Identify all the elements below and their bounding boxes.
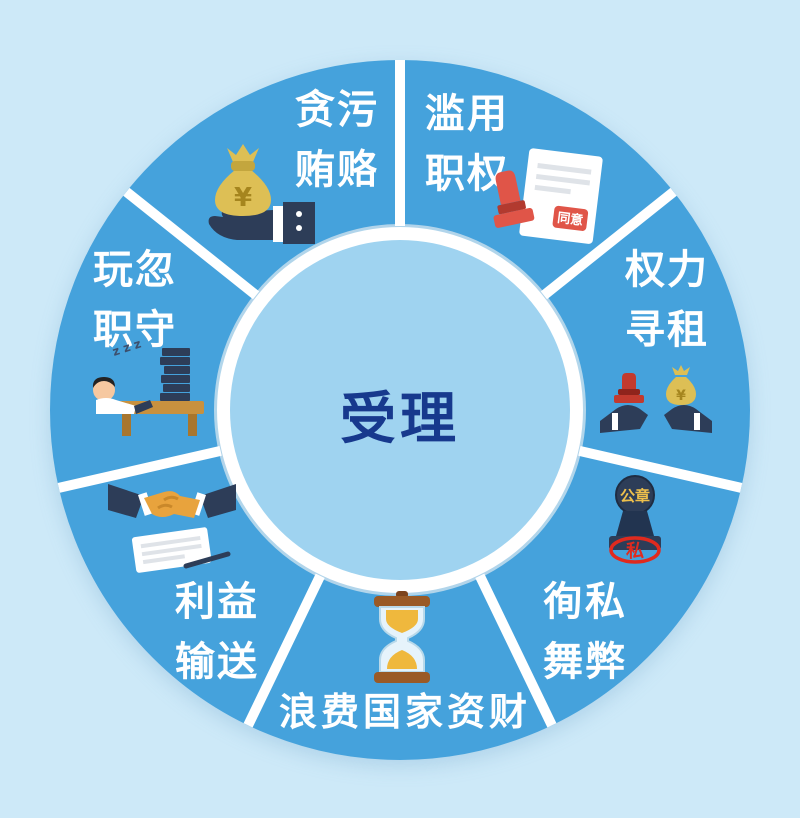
private-seal-text: 私	[626, 541, 644, 562]
currency-symbol: ¥	[234, 183, 252, 213]
segment-label-line: 浪费国家资财	[278, 690, 531, 734]
segment-label-dereliction-of-duty: 玩忽 职守	[55, 240, 215, 360]
segment-label-line: 利益	[175, 579, 259, 625]
segment-label-line: 职守	[93, 307, 177, 353]
segment-label-interest-transfer: 利益 输送	[137, 572, 297, 692]
segment-label-power-rent-seeking: 权力 寻租	[587, 240, 747, 360]
money-bag-icon: ¥	[203, 140, 315, 244]
segment-label-abuse-of-power: 滥用 职权	[387, 84, 547, 204]
sleeping-worker-icon: z z z	[84, 334, 208, 436]
segment-label-line: 职权	[425, 151, 509, 197]
segment-label-line: 权力	[625, 247, 709, 293]
segment-label-waste-of-state-assets: 浪费国家资财	[225, 684, 585, 741]
seal-text: 公章	[620, 487, 650, 505]
segment-label-favoritism-fraud: 徇私 舞弊	[505, 572, 665, 692]
snore-text: z z z	[111, 336, 143, 358]
approval-stamp-document-icon: 同意	[490, 146, 608, 248]
center-label: 受理	[340, 387, 460, 452]
handshake-contract-icon	[108, 470, 236, 574]
currency-symbol: ¥	[676, 388, 686, 404]
official-seal-private-icon: 公章 私	[592, 472, 678, 568]
segment-label-corruption-bribery: 贪污 贿赂	[257, 80, 417, 200]
segment-label-line: 贪污	[295, 87, 379, 133]
segment-label-line: 玩忽	[93, 247, 177, 293]
stamp-moneybag-exchange-icon: ¥	[600, 365, 712, 437]
approval-stamp-text: 同意	[556, 210, 584, 229]
center-circle	[230, 240, 570, 580]
hourglass-icon	[367, 591, 437, 683]
segment-label-line: 舞弊	[543, 639, 627, 685]
segment-label-line: 寻租	[625, 307, 709, 353]
segment-label-line: 输送	[175, 639, 259, 685]
segment-label-line: 徇私	[543, 579, 627, 625]
segment-label-line: 贿赂	[295, 147, 379, 193]
segment-separator-lines	[57, 60, 743, 728]
segment-label-line: 滥用	[425, 91, 509, 137]
